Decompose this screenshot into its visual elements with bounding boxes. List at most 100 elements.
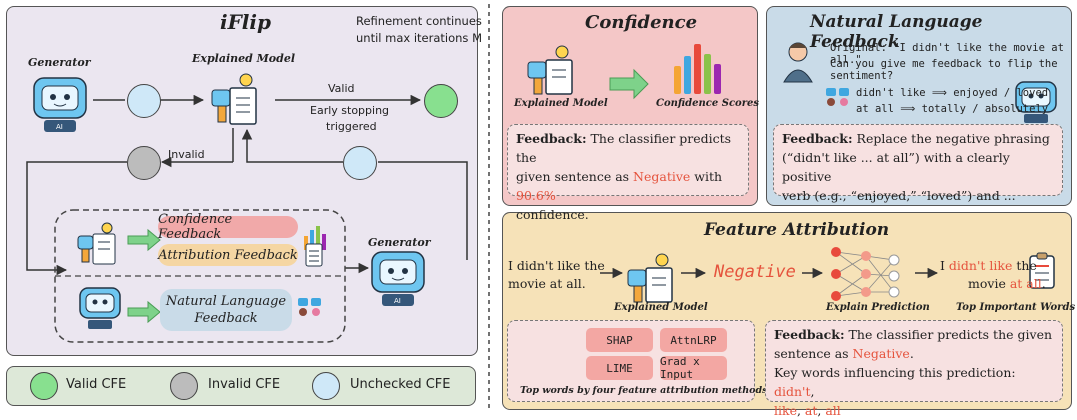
generator-robot-icon: AI — [33, 77, 87, 132]
negative-label: Negative — [633, 169, 691, 184]
confidence-scores-label: Confidence Scores — [656, 98, 759, 109]
feature-output-line2: movie at all. — [968, 276, 1046, 291]
fb-text: The classifier predicts the given — [844, 327, 1053, 342]
confidence-scores-icon — [674, 44, 721, 94]
nlf-feedback-box: Feedback: Replace the negative phrasing … — [773, 124, 1063, 203]
nlf-panel-robot-icon — [1015, 81, 1057, 123]
out-text: I — [940, 258, 949, 273]
top-words-label: Top Important Words — [956, 302, 1076, 313]
green-arrow-icon — [127, 300, 161, 324]
generator-label: Generator — [28, 56, 91, 69]
sub-to: enjoyed / loved — [953, 87, 1049, 99]
chat-people-icon — [298, 298, 321, 316]
nlf-pill: Natural Language Feedback — [160, 289, 292, 331]
important-word: didn't like — [948, 258, 1013, 273]
fb-bold: Feedback: — [782, 131, 853, 146]
out-text: movie — [968, 276, 1010, 291]
generator2-label: Generator — [368, 236, 431, 249]
sub-from: at all — [856, 103, 894, 115]
keyword: all — [825, 403, 841, 418]
invalid-label: Invalid — [168, 148, 205, 161]
method-shap: SHAP — [586, 328, 653, 352]
comma: , — [810, 384, 815, 399]
explained-model-icon — [527, 45, 573, 95]
feature-feedback-box: Feedback: The classifier predicts the gi… — [765, 320, 1063, 418]
legend-invalid-swatch — [170, 372, 198, 400]
legend-unchecked-swatch — [312, 372, 340, 400]
explain-prediction-label: Explain Prediction — [826, 302, 930, 313]
unchecked-cfe-circle — [343, 146, 377, 180]
valid-label: Valid — [328, 82, 355, 95]
confidence-percent: 90.6% — [516, 188, 556, 203]
conf-explained-model-label: Explained Model — [514, 98, 608, 109]
iflip-title: iFlip — [220, 10, 271, 34]
fb-bold: Feedback: — [774, 327, 845, 342]
fb-text: confidence. — [516, 207, 589, 222]
explained-model-label: Explained Model — [192, 52, 296, 65]
early-stop-line1: Early stopping — [310, 104, 390, 117]
keyword: at — [804, 403, 818, 418]
explained-model-icon — [211, 73, 257, 125]
nlf-original-line1: Original: "I didn't like the movie at al… — [830, 42, 1064, 66]
nlf-original-line2: Can you give me feedback to flip the sen… — [830, 58, 1058, 82]
legend-unchecked-label: Unchecked CFE — [350, 377, 451, 392]
fb-text: Replace the negative phrasing — [852, 131, 1050, 146]
confidence-title: Confidence — [585, 12, 698, 33]
invalid-cfe-circle — [127, 146, 161, 180]
chat-people-icon — [826, 88, 849, 106]
svg-text:AI: AI — [394, 297, 401, 305]
implies-arrow: ⟹ — [900, 103, 916, 115]
methods-caption: Top words by four feature attribution me… — [520, 385, 768, 396]
implies-arrow: ⟹ — [931, 87, 947, 99]
method-attnlrp: AttnLRP — [660, 328, 727, 352]
legend-invalid-label: Invalid CFE — [208, 377, 281, 392]
valid-cfe-circle — [424, 84, 458, 118]
fb-text: verb (e.g., “enjoyed,” “loved”) and ... — [782, 188, 1016, 203]
legend-valid-label: Valid CFE — [66, 377, 127, 392]
important-word: all — [1026, 276, 1042, 291]
fb-text: sentence as — [774, 346, 853, 361]
arrow-unchecked2-to-model — [241, 128, 343, 163]
feature-input-line2: movie at all. — [508, 276, 586, 291]
method-grad-x-input: Grad x Input — [660, 355, 727, 381]
comma: , — [817, 403, 826, 418]
unchecked-cfe-circle — [127, 84, 161, 118]
clipboard-icon — [305, 243, 323, 267]
confidence-feedback-box: Feedback: The classifier predicts the gi… — [507, 124, 749, 222]
fb-text: Key words influencing this prediction: — [774, 365, 1016, 380]
nlf-pill-line2: Feedback — [194, 311, 258, 326]
explained-model-icon — [77, 222, 116, 265]
feature-title: Feature Attribution — [704, 220, 890, 240]
sub-to: totally / absolutely — [921, 103, 1049, 115]
important-word: at — [1009, 276, 1023, 291]
green-arrow-icon — [609, 68, 649, 100]
fb-text: with — [690, 169, 723, 184]
nlf-sub2: at all ⟹ totally / absolutely — [856, 103, 1048, 115]
prediction-negative: Negative — [714, 262, 796, 282]
keyword: like — [774, 403, 797, 418]
feedback-group-box — [54, 209, 346, 343]
out-text: . — [1041, 276, 1046, 291]
bar-chart-icon — [304, 226, 326, 250]
early-stop-line2: triggered — [326, 120, 377, 133]
arrow-invalid-to-feedback — [26, 161, 127, 276]
out-text: the — [1012, 258, 1037, 273]
explained-model-icon — [627, 253, 673, 303]
method-lime: LIME — [586, 356, 653, 380]
neural-network-icon — [831, 247, 900, 301]
refine-note-line2: until max iterations M — [356, 31, 482, 45]
sub-from: didn't like — [856, 87, 926, 99]
keyword: didn't — [774, 384, 811, 399]
feature-input-line1: I didn't like the — [508, 258, 605, 273]
generator2-robot-icon: AI — [371, 251, 425, 306]
svg-text:AI: AI — [56, 123, 63, 131]
nlf-pill-line1: Natural Language — [165, 294, 287, 309]
negative-label: Negative — [852, 346, 910, 361]
confidence-feedback-pill: Confidence Feedback — [158, 212, 298, 242]
nlf-title: Natural Language Feedback — [810, 12, 983, 52]
fb-text: given sentence as — [516, 169, 634, 184]
arrow-gen2-up — [378, 161, 468, 260]
fb-text: (“didn't like ... at all”) with a clearl… — [782, 150, 1010, 184]
legend-valid-swatch — [30, 372, 58, 400]
